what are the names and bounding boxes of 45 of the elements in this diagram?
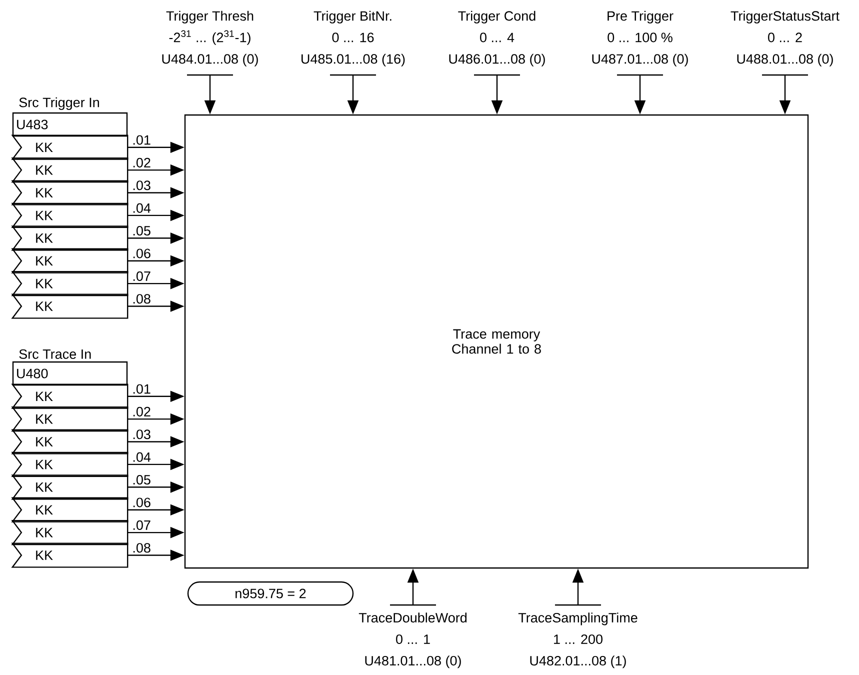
edge-label: .01	[133, 384, 150, 394]
connector-cell: KK	[11, 497, 128, 522]
connector-cell: KK	[11, 429, 128, 454]
parameter-label: Trigger Cond 0 ... 4 U486.01...08 (0)	[449, 10, 545, 66]
connector-cell: KK	[11, 158, 128, 183]
heading-text: Src Trace In	[19, 349, 91, 359]
edge-label: .08	[133, 543, 150, 553]
edge-label: .04	[133, 203, 151, 213]
connector-header: U480	[12, 361, 128, 386]
connector-cell: KK	[11, 452, 128, 478]
connector-cell: KK	[11, 406, 128, 432]
connector-cell: KK	[11, 542, 128, 568]
edge-label: .06	[133, 248, 150, 258]
heading-text: Src Trigger In	[19, 97, 99, 110]
connector-cell: KK	[11, 202, 128, 228]
edge-label: .05	[133, 226, 150, 236]
parameter-label: TriggerStatusStart 0 ... 2 U488.01...08 (0)	[730, 10, 840, 66]
connector-cell: KK	[11, 248, 128, 274]
connector-cell: KK	[11, 226, 128, 251]
connector-cell: KK	[11, 180, 128, 206]
connector-header: U483	[12, 112, 128, 137]
parameter-label: Trigger BitNr. 0 ... 16 U485.01...08 (16)	[302, 10, 405, 66]
edge-label: .02	[133, 158, 150, 168]
edge-label: .05	[133, 475, 150, 485]
connector-cell: KK	[11, 294, 128, 319]
connector-cell: KK	[11, 520, 128, 546]
memory-block: Trace memory Channel 1 to 8	[184, 114, 809, 569]
connector-cell: KK	[11, 384, 128, 409]
edge-label: .07	[133, 520, 150, 530]
edge-label: .02	[133, 406, 150, 416]
connector-cell: KK	[11, 271, 128, 296]
status-pill: n959.75 = 2	[187, 581, 354, 606]
parameter-label: TraceDoubleWord 0 ... 1 U481.01...08 (0)	[358, 612, 467, 668]
edge-label: .01	[133, 135, 150, 145]
parameter-label: Pre Trigger 0 ... 100 % U487.01...08 (0)	[592, 10, 688, 66]
edge-label: .07	[133, 271, 150, 281]
connector-cell: KK	[11, 474, 128, 500]
edge-label: .03	[133, 430, 150, 440]
parameter-label: Trigger Thresh -2$^{31}$ ... (2$^{31}$-1) U484.01...08 (0)	[162, 10, 258, 66]
edge-label: .03	[133, 180, 150, 190]
connector-cell: KK	[11, 134, 128, 160]
edge-label: .04	[133, 452, 151, 462]
edge-label: .06	[133, 498, 150, 508]
parameter-label: TraceSamplingTime 1 ... 200 U482.01...08 (1)	[518, 612, 638, 668]
edge-label: .08	[133, 294, 150, 304]
